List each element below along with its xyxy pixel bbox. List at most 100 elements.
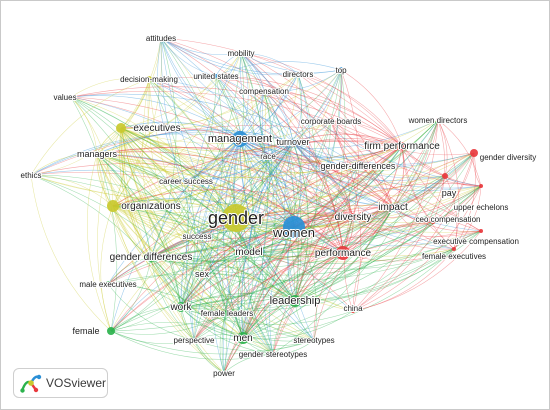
edge-model--ethics <box>30 174 250 253</box>
node-male-executives[interactable] <box>105 281 111 287</box>
label-perspective[interactable]: perspective <box>173 335 216 346</box>
label-decision-making[interactable]: decision-making <box>119 74 179 85</box>
label-corporate-boards[interactable]: corporate boards <box>300 116 362 127</box>
label-china[interactable]: china <box>342 303 364 314</box>
label-top[interactable]: top <box>334 65 348 76</box>
label-race[interactable]: race <box>259 151 277 162</box>
label-female[interactable]: female <box>71 325 100 337</box>
node-career-success[interactable] <box>183 178 189 184</box>
label-sex[interactable]: sex <box>194 268 211 280</box>
node-power[interactable] <box>222 371 226 375</box>
label-attitudes[interactable]: attitudes <box>145 33 177 44</box>
node-firm-performance[interactable] <box>398 142 406 150</box>
label-organizations[interactable]: organizations <box>120 200 181 213</box>
node-directors[interactable] <box>296 72 300 76</box>
label-executives[interactable]: executives <box>132 122 181 135</box>
label-mobility[interactable]: mobility <box>226 48 255 59</box>
node-turnover[interactable] <box>290 139 296 145</box>
label-management[interactable]: management <box>207 132 273 146</box>
label-pay[interactable]: pay <box>441 187 458 199</box>
node-attitudes[interactable] <box>159 36 163 40</box>
node-management[interactable] <box>232 131 248 147</box>
label-career-success[interactable]: career success <box>158 176 214 187</box>
label-firm-performance[interactable]: firm performance <box>363 140 441 153</box>
node-gender-diversity[interactable] <box>470 149 478 157</box>
node-executives[interactable] <box>116 123 126 133</box>
node-ceo-compensation[interactable] <box>431 220 435 224</box>
label-impact[interactable]: impact <box>377 201 409 214</box>
node-success[interactable] <box>195 234 199 238</box>
label-managers[interactable]: managers <box>76 148 119 160</box>
label-gender[interactable]: gender <box>207 207 265 229</box>
node-mobility[interactable] <box>239 51 243 55</box>
label-executive-compensation[interactable]: executive compensation <box>432 236 520 247</box>
node-corporate-boards[interactable] <box>328 118 334 124</box>
node-china[interactable] <box>351 309 355 313</box>
node-sex[interactable] <box>199 271 205 277</box>
label-turnover[interactable]: turnover <box>275 136 310 148</box>
node-united-states[interactable] <box>214 74 218 78</box>
node-female-leaders[interactable] <box>224 310 230 316</box>
label-performance[interactable]: performance <box>314 247 373 260</box>
label-stereotypes[interactable]: stereotypes <box>292 335 335 346</box>
node-decision-making[interactable] <box>146 76 152 82</box>
node-women-directors[interactable] <box>436 118 440 122</box>
node-organizations[interactable] <box>107 200 119 212</box>
edge-perspective--women <box>193 226 295 341</box>
label-male-executives[interactable]: male executives <box>78 279 137 290</box>
label-female-executives[interactable]: female executives <box>421 251 487 262</box>
label-female-leaders[interactable]: female leaders <box>200 308 254 319</box>
node-managers[interactable] <box>94 151 100 157</box>
label-gender-differences[interactable]: gender differences <box>109 251 194 264</box>
edge-men--china <box>242 310 354 340</box>
node-diversity[interactable] <box>349 213 357 221</box>
label-women[interactable]: women <box>271 224 316 241</box>
node-perspective[interactable] <box>192 338 196 342</box>
label-compensation[interactable]: compensation <box>238 86 290 97</box>
node-gender[interactable] <box>222 204 250 232</box>
label-gender-diversity[interactable]: gender diversity <box>479 152 537 163</box>
label-power[interactable]: power <box>212 368 236 379</box>
label-ceo-compensation[interactable]: ceo compensation <box>415 214 482 225</box>
node-female[interactable] <box>107 327 115 335</box>
node-race[interactable] <box>266 154 270 158</box>
node-leadership[interactable] <box>289 295 301 307</box>
node-work[interactable] <box>176 302 186 312</box>
node-gender-differences[interactable] <box>146 252 156 262</box>
node-pay[interactable] <box>442 173 448 179</box>
node-stereotypes[interactable] <box>312 338 316 342</box>
node-top[interactable] <box>338 67 344 73</box>
node-model[interactable] <box>246 249 252 255</box>
edge-organizations--corporate-boards <box>112 120 332 207</box>
label-gender-stereotypes[interactable]: gender stereotypes <box>238 349 309 360</box>
label-upper-echelons[interactable]: upper echelons <box>453 202 510 213</box>
node-ethics[interactable] <box>29 173 33 177</box>
node-performance[interactable] <box>336 246 350 260</box>
node-upper-echelons[interactable] <box>479 184 483 188</box>
edge-layer <box>30 37 482 374</box>
label-united-states[interactable]: united states <box>192 71 239 82</box>
label-ethics[interactable]: ethics <box>20 170 43 181</box>
label-gender-differences[interactable]: gender-differences <box>320 160 397 172</box>
node-values[interactable] <box>69 95 73 99</box>
node-gender-differences[interactable] <box>355 163 361 169</box>
label-women-directors[interactable]: women directors <box>407 115 469 126</box>
label-directors[interactable]: directors <box>282 69 315 80</box>
label-success[interactable]: success <box>182 231 213 242</box>
label-men[interactable]: men <box>232 332 253 345</box>
edge-men--female <box>110 322 244 339</box>
label-model[interactable]: model <box>234 246 263 259</box>
node-impact[interactable] <box>390 204 396 210</box>
label-values[interactable]: values <box>52 92 77 103</box>
node-female-executives[interactable] <box>452 247 456 251</box>
label-work[interactable]: work <box>168 301 193 314</box>
node-men[interactable] <box>237 332 249 344</box>
label-diversity[interactable]: diversity <box>334 211 373 224</box>
node-compensation[interactable] <box>262 89 266 93</box>
label-leadership[interactable]: leadership <box>269 294 322 308</box>
node-women[interactable] <box>283 216 305 238</box>
node-gender-stereotypes[interactable] <box>271 352 275 356</box>
node-executive-compensation[interactable] <box>479 229 483 233</box>
